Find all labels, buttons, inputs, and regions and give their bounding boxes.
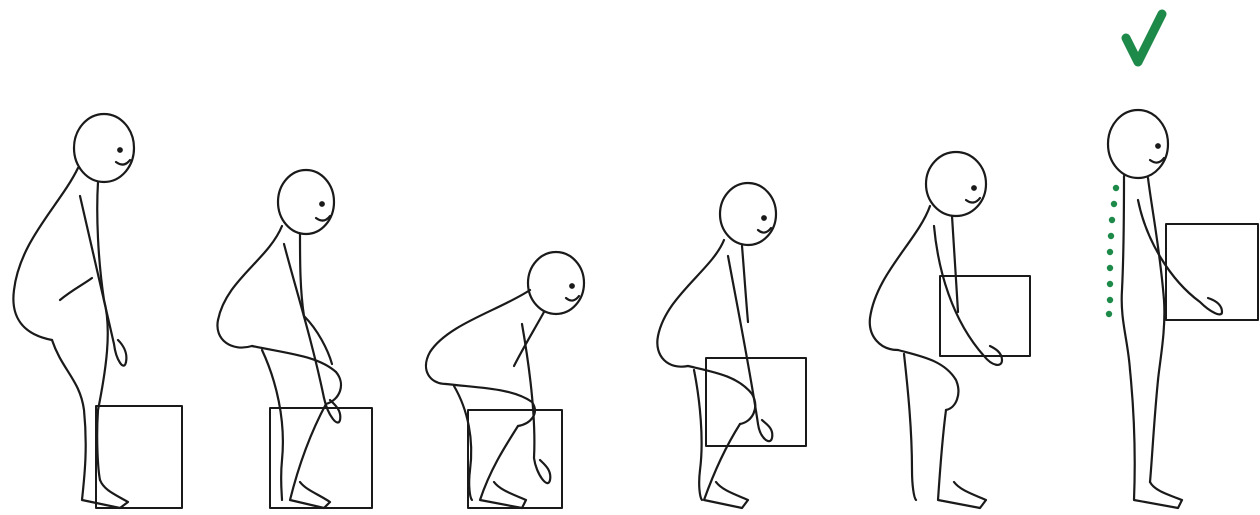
step-5-box (940, 276, 1030, 356)
step-2-box (270, 408, 372, 508)
step-2-figure (217, 170, 372, 508)
step-1-head (74, 114, 134, 182)
step-6-box (1166, 224, 1258, 320)
check-mark-icon (1126, 14, 1162, 62)
step-4-head (720, 183, 776, 245)
step-5-head (926, 152, 986, 216)
step-2-head (278, 170, 334, 234)
step-3-head (528, 252, 584, 314)
step-1-figure (13, 114, 182, 508)
step-4-figure (657, 183, 806, 508)
step-6-figure (1106, 14, 1258, 508)
step-5-figure (870, 152, 1030, 508)
spine-indicator (1106, 185, 1119, 317)
step-3-figure (426, 252, 584, 508)
step-1-box (96, 406, 182, 508)
